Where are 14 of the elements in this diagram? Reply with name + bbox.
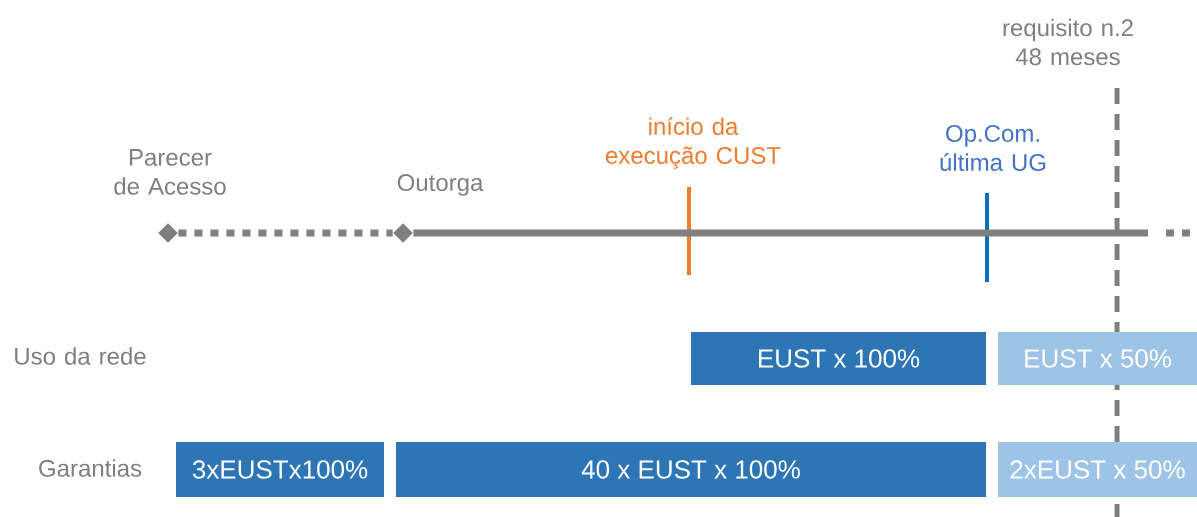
milestone-label: Parecer de Acesso	[114, 149, 226, 195]
row-label: Garantias	[39, 459, 142, 477]
bar: 40 x EUST x 100%	[396, 442, 986, 497]
milestone-label: início da execução CUST	[606, 117, 781, 169]
row-label: Uso da rede	[15, 347, 146, 365]
bar: 3xEUSTx100%	[176, 442, 384, 497]
milestone-label: requisito n.2 48 meses	[1003, 18, 1133, 66]
bar: 2xEUST x 50%	[998, 442, 1197, 497]
milestone-diamond	[393, 223, 413, 243]
milestone-diamond	[158, 223, 178, 243]
milestone-label: Outorga	[397, 174, 484, 196]
milestone-label: Op.Com. última UG	[940, 125, 1046, 171]
bar: EUST x 100%	[691, 332, 986, 385]
bar: EUST x 50%	[998, 332, 1197, 385]
